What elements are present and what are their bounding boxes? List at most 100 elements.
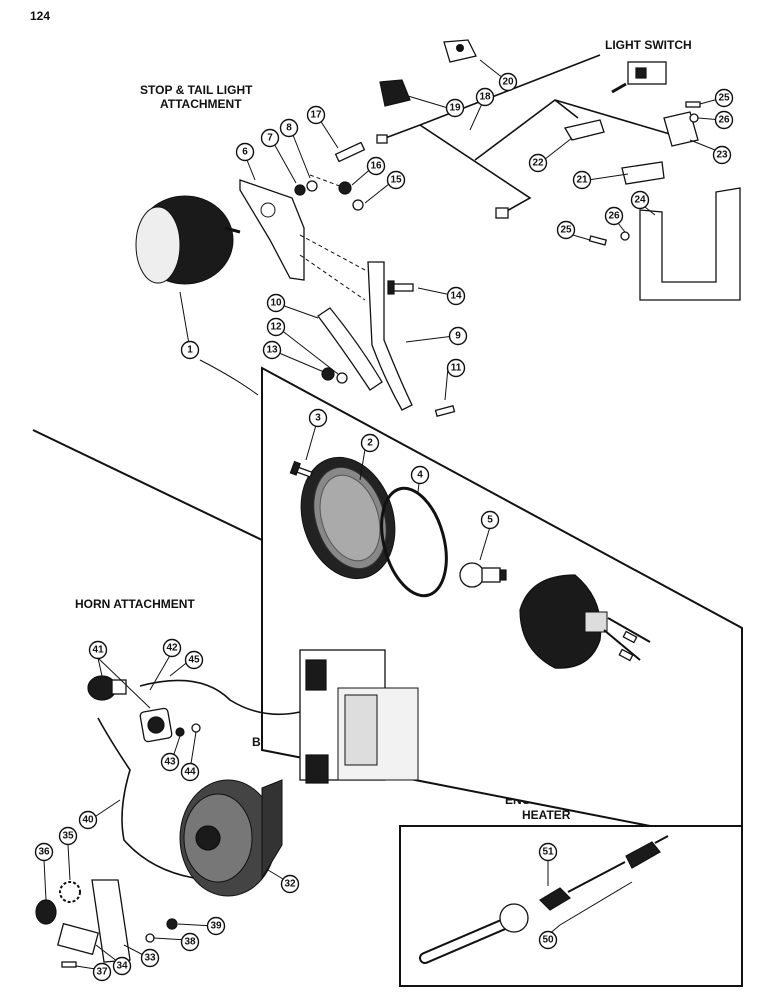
svg-text:34: 34 xyxy=(116,961,128,972)
callout-22: 22 xyxy=(528,153,548,173)
svg-text:17: 17 xyxy=(310,110,322,121)
callout-34: 34 xyxy=(112,956,132,976)
svg-text:10: 10 xyxy=(270,298,282,309)
callout-19: 19 xyxy=(445,98,465,118)
svg-text:51: 51 xyxy=(542,847,554,858)
svg-text:4: 4 xyxy=(417,470,423,481)
svg-text:42: 42 xyxy=(166,643,178,654)
screw-part xyxy=(289,460,313,478)
callout-39: 39 xyxy=(206,916,226,936)
cable-clip xyxy=(379,79,411,107)
bulb-part xyxy=(459,562,507,588)
callout-10: 10 xyxy=(266,293,286,313)
callout-16: 16 xyxy=(366,156,386,176)
svg-text:23: 23 xyxy=(716,150,728,161)
leader-1-panel xyxy=(199,359,259,396)
svg-text:25: 25 xyxy=(560,225,572,236)
callout-37: 37 xyxy=(92,962,112,982)
callout-44: 44 xyxy=(180,762,200,782)
bracket-23-part xyxy=(663,111,699,147)
svg-text:22: 22 xyxy=(532,158,544,169)
screw-25-bottom xyxy=(588,235,608,246)
washer-26-top xyxy=(689,113,699,123)
bolt-14 xyxy=(387,280,414,295)
nut-39 xyxy=(166,918,178,930)
nut-36 xyxy=(35,899,57,925)
nut-13 xyxy=(321,367,335,381)
divider-line xyxy=(32,429,263,541)
callout-41: 41 xyxy=(88,640,108,660)
light-housing-part xyxy=(519,574,651,669)
washer-26-bottom xyxy=(620,231,630,241)
svg-text:13: 13 xyxy=(266,345,278,356)
callout-36: 36 xyxy=(34,842,54,862)
callout-43: 43 xyxy=(160,752,180,772)
callout-12: 12 xyxy=(266,317,286,337)
callout-45: 45 xyxy=(184,650,204,670)
page-number: 124 xyxy=(30,9,50,23)
nut-43 xyxy=(175,727,185,737)
svg-text:44: 44 xyxy=(184,767,196,778)
callout-20: 20 xyxy=(498,72,518,92)
connector-top xyxy=(376,134,388,144)
callout-9: 9 xyxy=(448,326,468,346)
svg-text:50: 50 xyxy=(542,935,554,946)
bolt-11 xyxy=(434,404,456,418)
washer-12 xyxy=(336,372,348,384)
svg-text:5: 5 xyxy=(487,515,493,526)
svg-text:7: 7 xyxy=(267,133,273,144)
horn-bracket-33 xyxy=(91,879,131,963)
svg-text:41: 41 xyxy=(92,645,104,656)
svg-text:33: 33 xyxy=(144,953,156,964)
callout-23: 23 xyxy=(712,145,732,165)
callout-33: 33 xyxy=(140,948,160,968)
callout-6: 6 xyxy=(235,142,255,162)
svg-text:3: 3 xyxy=(315,413,321,424)
svg-text:14: 14 xyxy=(450,291,462,302)
svg-text:32: 32 xyxy=(284,879,296,890)
svg-text:45: 45 xyxy=(188,655,200,666)
horn-part xyxy=(179,779,283,897)
callout-21: 21 xyxy=(572,170,592,190)
callout-18: 18 xyxy=(475,87,495,107)
star-washer-35 xyxy=(59,881,81,903)
bracket-part xyxy=(239,179,305,281)
connector-end xyxy=(495,207,509,219)
callout-17: 17 xyxy=(306,105,326,125)
switch-bracket-22 xyxy=(563,119,605,141)
heater-panel xyxy=(399,825,743,987)
callout-26-bottom: 26 xyxy=(604,206,624,226)
svg-text:16: 16 xyxy=(370,161,382,172)
svg-text:26: 26 xyxy=(608,211,620,222)
svg-text:11: 11 xyxy=(451,363,462,374)
battery-relay-part xyxy=(299,649,419,784)
svg-text:8: 8 xyxy=(286,123,292,134)
light-switch-title: LIGHT SWITCH xyxy=(605,38,692,52)
callout-25-bottom: 25 xyxy=(556,220,576,240)
callout-50: 50 xyxy=(538,930,558,950)
curved-strap-part xyxy=(317,307,383,391)
strap-part xyxy=(367,261,413,411)
svg-text:39: 39 xyxy=(210,921,222,932)
callout-1: 1 xyxy=(180,340,200,360)
svg-text:15: 15 xyxy=(390,175,402,186)
callout-11: 11 xyxy=(446,358,466,378)
alignment-dashes xyxy=(299,174,366,301)
svg-text:38: 38 xyxy=(184,937,196,948)
callout-13: 13 xyxy=(262,340,282,360)
screw-37 xyxy=(61,961,77,968)
callout-26-top: 26 xyxy=(714,110,734,130)
callout-3: 3 xyxy=(308,408,328,428)
callout-42: 42 xyxy=(162,638,182,658)
svg-text:1: 1 xyxy=(187,345,193,356)
callout-8: 8 xyxy=(279,118,299,138)
svg-text:37: 37 xyxy=(96,967,108,978)
horn-title: HORN ATTACHMENT xyxy=(75,597,195,611)
callout-25-top: 25 xyxy=(714,88,734,108)
svg-text:12: 12 xyxy=(270,322,282,333)
callout-5: 5 xyxy=(480,510,500,530)
callout-40: 40 xyxy=(78,810,98,830)
svg-text:24: 24 xyxy=(634,195,646,206)
callout-2: 2 xyxy=(360,433,380,453)
